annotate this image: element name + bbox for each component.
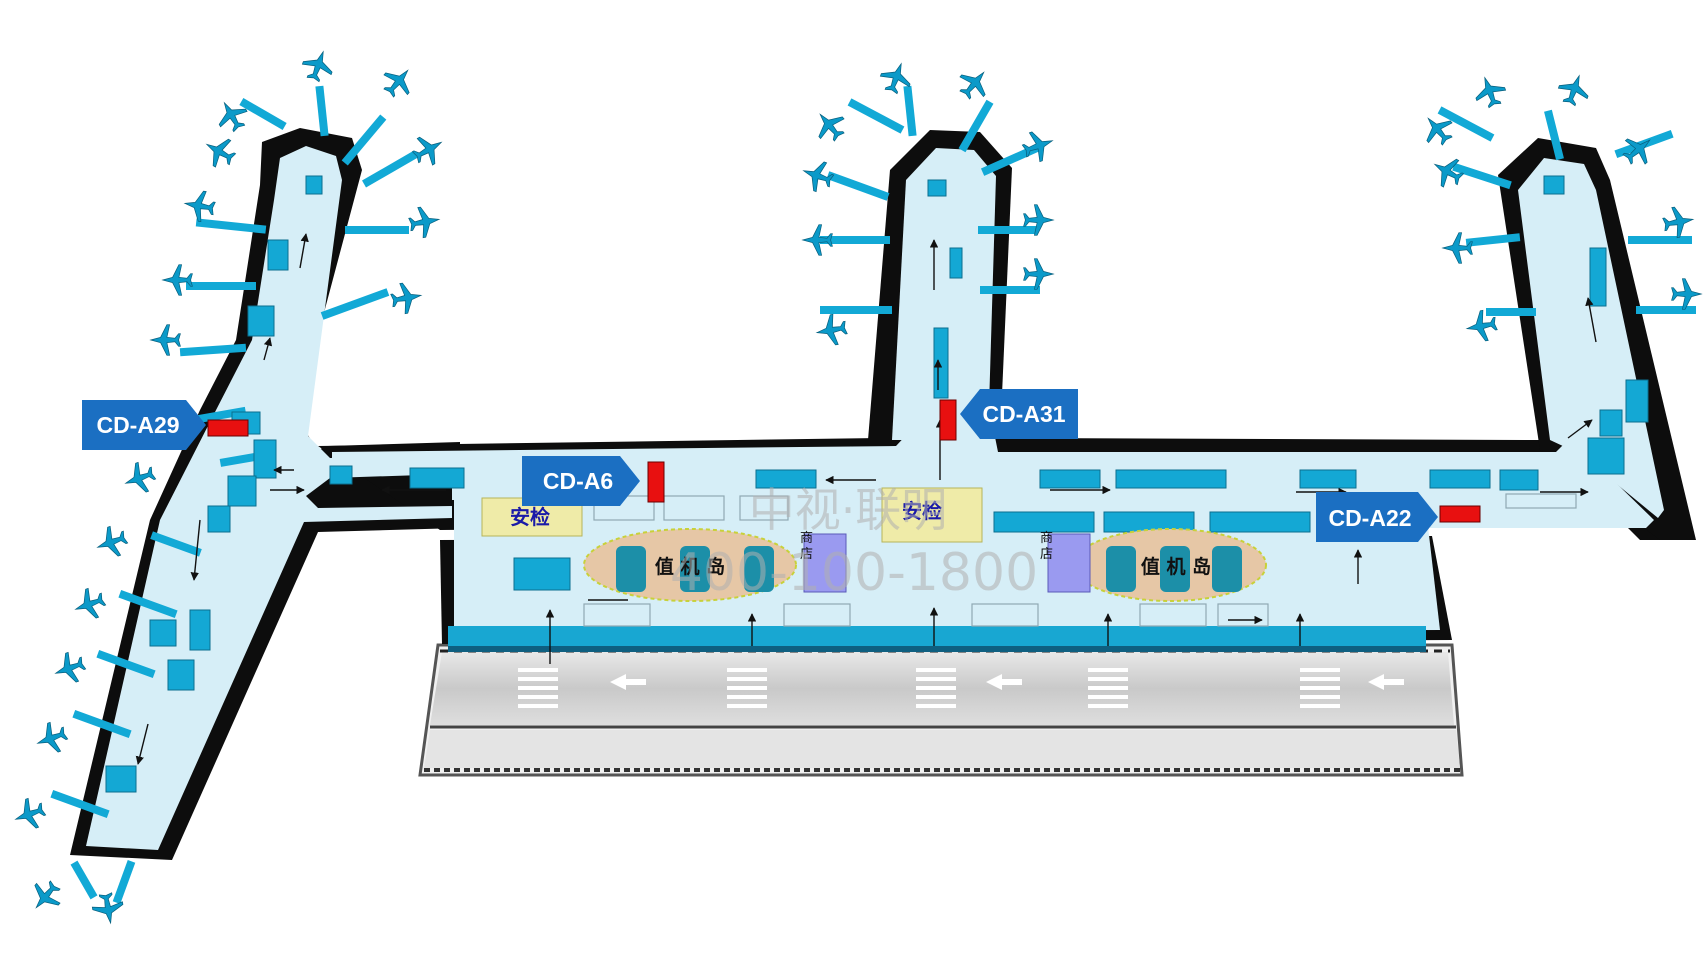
glass-frontage (448, 626, 1426, 652)
marker-cd-a29-label: CD-A29 (96, 412, 179, 438)
road-direction-arrows (610, 674, 1404, 690)
interior-counters (105, 175, 1649, 793)
shop-right-label: 商店 (1040, 531, 1053, 562)
shop-right: 商店 (1040, 531, 1091, 593)
ad-position-a29 (207, 419, 249, 437)
ad-position-a6 (647, 461, 665, 503)
shop-left: 商店 (800, 531, 847, 593)
checkin-island-right-label: 值 机 岛 (1141, 555, 1211, 578)
direction-arrows (135, 233, 1597, 765)
marker-cd-a22[interactable]: CD-A22 (1316, 492, 1438, 542)
ad-position-a31 (939, 399, 957, 441)
shop-left-label: 商店 (800, 531, 813, 562)
watermark: 中视·联明 400-100-1800 (670, 483, 1038, 603)
marker-cd-a29[interactable]: CD-A29 (82, 400, 206, 450)
checkin-island-left: 值 机 岛 (583, 528, 797, 602)
crosswalks (518, 668, 1340, 708)
landside-road (418, 643, 1464, 777)
shop-left-char-2: 店 (800, 547, 813, 562)
marker-cd-a31-label: CD-A31 (982, 401, 1065, 427)
watermark-line-2: 400-100-1800 (670, 543, 1038, 603)
marker-cd-a6[interactable]: CD-A6 (522, 456, 640, 506)
shop-right-char-2: 店 (1040, 547, 1053, 562)
watermark-line-1: 中视·联明 (749, 483, 948, 537)
shop-right-char-1: 商 (1040, 531, 1053, 546)
shop-left-char-1: 商 (800, 531, 813, 546)
security-zone-center: 安检 (881, 487, 983, 543)
marker-cd-a22-label: CD-A22 (1328, 505, 1411, 531)
ad-positions (207, 399, 1481, 523)
checkin-island-right: 值 机 岛 (1073, 528, 1267, 602)
security-center-label: 安检 (902, 499, 942, 523)
ad-position-a22 (1439, 505, 1481, 523)
security-left-label: 安检 (510, 505, 550, 529)
checkin-island-left-label: 值 机 岛 (655, 555, 725, 578)
marker-cd-a31[interactable]: CD-A31 (960, 389, 1078, 439)
marker-cd-a6-label: CD-A6 (543, 468, 613, 494)
